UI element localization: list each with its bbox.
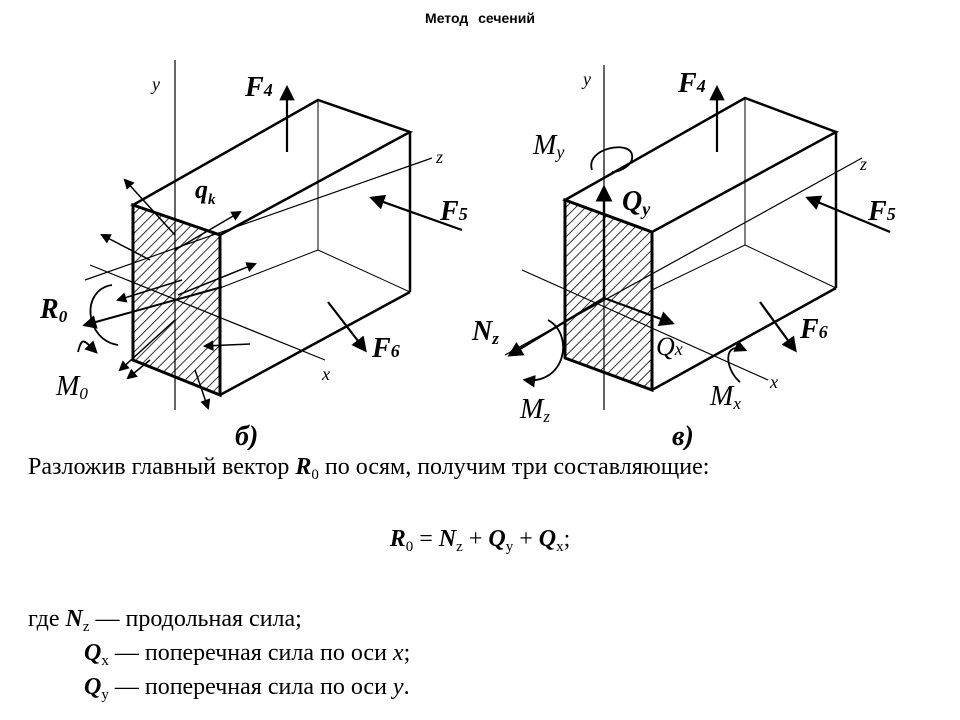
- definition-qy: Qy — поперечная сила по оси y.: [84, 674, 410, 703]
- definitions-list: где Nz — продольная сила; Qx — поперечна…: [28, 606, 410, 708]
- qk-label: qk: [195, 175, 216, 208]
- figure-v-caption: в): [672, 421, 694, 450]
- box-top-face: [562, 96, 840, 234]
- definition-qx: Qx — поперечная сила по оси x;: [84, 640, 411, 669]
- Qx-arrow: [603, 296, 675, 326]
- Mx-arc: [727, 340, 748, 383]
- F6-label: F6: [371, 333, 400, 364]
- R0-label: R0: [39, 294, 68, 326]
- R0-arrow: [82, 286, 223, 329]
- axis-y-label: y: [150, 74, 160, 94]
- F5-label: F5: [867, 196, 896, 227]
- qk-arrow: [174, 210, 242, 251]
- F5-arrow: [369, 194, 463, 232]
- F5-arrow: [805, 195, 891, 234]
- Mx-label: Mx: [709, 381, 741, 413]
- section-figures: y z x F4 F5 F6 qk R0 M0 б): [39, 60, 896, 450]
- axis-z-label: z: [859, 154, 867, 174]
- M0-arc: [89, 284, 119, 346]
- intro-sentence: Разложив главный вектор R0 по осям, полу…: [28, 454, 710, 483]
- figure-b: y z x F4 F5 F6 qk R0 M0 б): [39, 60, 468, 450]
- Qy-label: Qy: [622, 186, 651, 219]
- My-label: My: [532, 130, 564, 162]
- axis-x-label: x: [769, 372, 778, 392]
- definition-nz: где Nz — продольная сила;: [28, 606, 302, 635]
- Mz-arc: [522, 319, 564, 388]
- Mz-label: Mz: [519, 394, 550, 426]
- F4-label: F4: [244, 72, 273, 103]
- Nz-label: Nz: [471, 316, 499, 348]
- F4-label: F4: [677, 68, 706, 99]
- axis-x-label: x: [321, 364, 330, 384]
- F6-label: F6: [799, 314, 828, 345]
- M0-label: M0: [55, 371, 88, 403]
- figure-b-caption: б): [235, 421, 258, 450]
- figure-v: y z x F4 F5 F6 My Qy Nz Qx Mz Mx в): [471, 65, 896, 450]
- F6-arrow: [327, 301, 367, 353]
- axis-z-label: z: [435, 147, 443, 167]
- My-arc: [590, 146, 633, 173]
- page-title: Метод сечений: [425, 10, 535, 26]
- resultant-formula: R0 = Nz + Qy + Qx;: [389, 526, 571, 555]
- F6-arrow: [759, 301, 797, 353]
- Qx-label: Qx: [656, 332, 683, 361]
- F5-label: F5: [439, 196, 468, 227]
- axis-y-label: y: [581, 69, 591, 89]
